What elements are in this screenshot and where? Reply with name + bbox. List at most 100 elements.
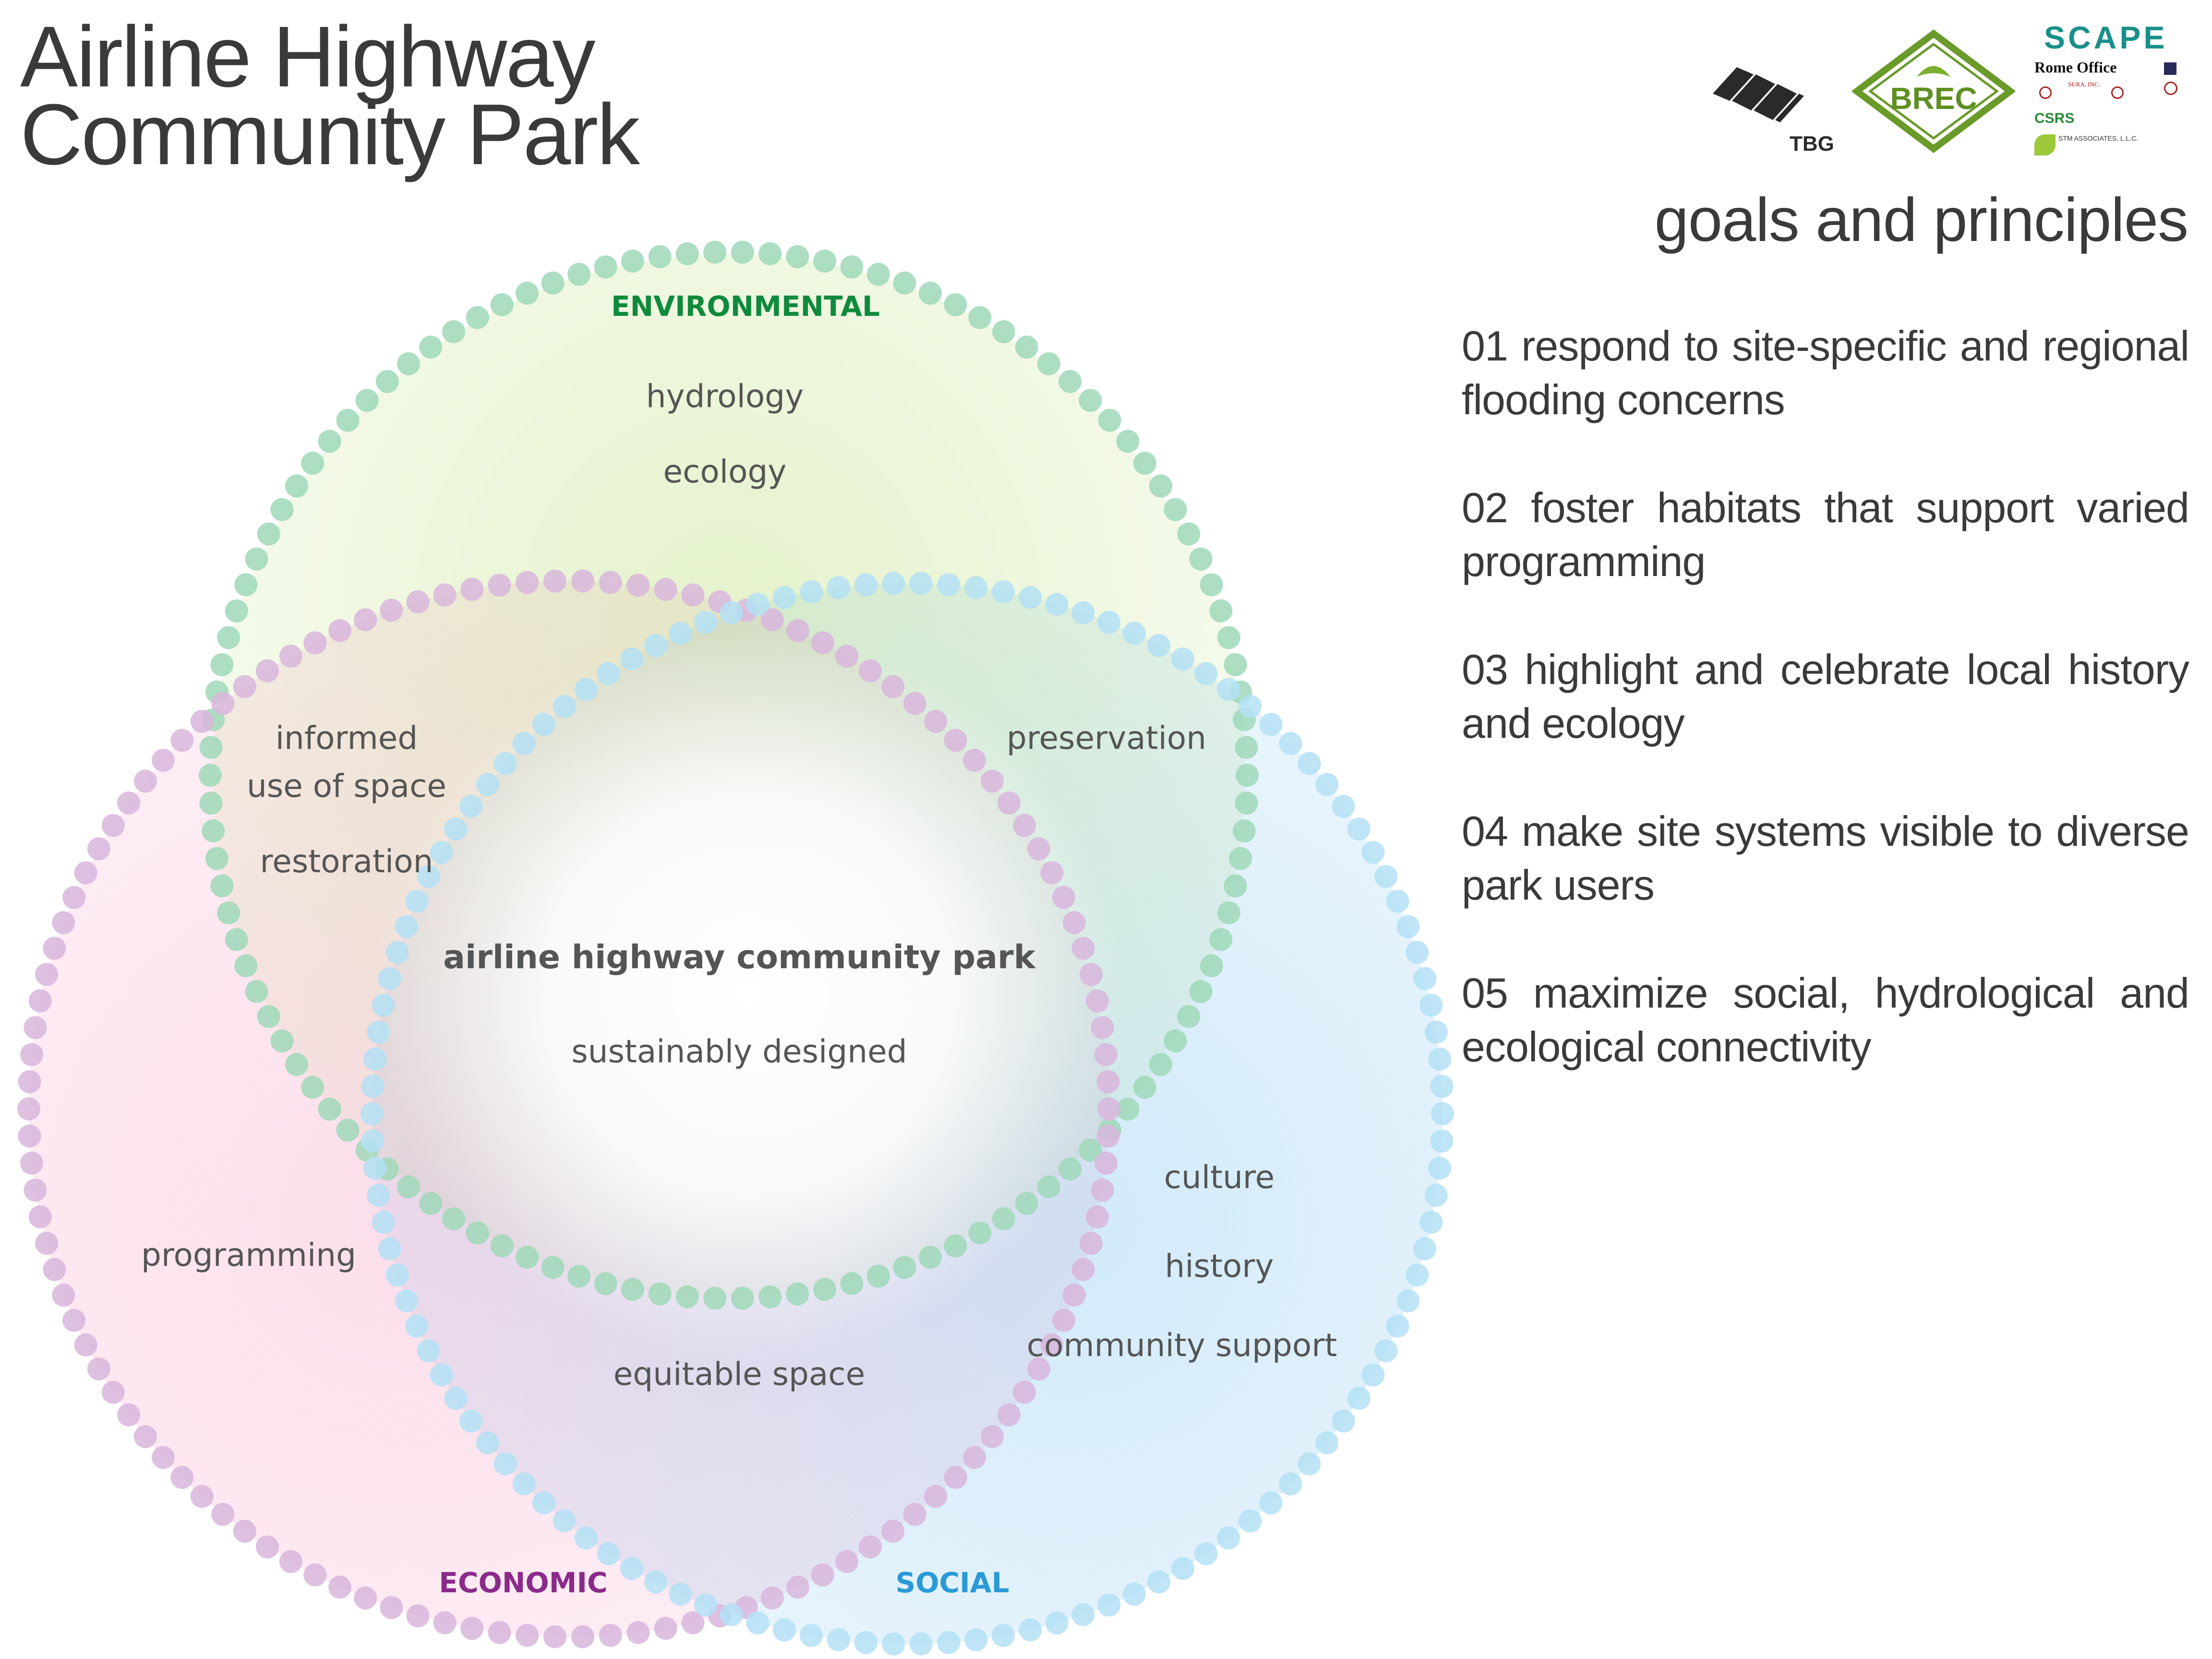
social-ring-dot <box>1428 1047 1452 1071</box>
environmental-ring-dot <box>1058 370 1082 393</box>
economic-ring-dot <box>20 1043 43 1066</box>
environmental-ring-dot <box>1217 626 1240 649</box>
economic-ring-dot <box>406 590 430 613</box>
economic-ring-dot <box>760 1587 784 1610</box>
economic-ring-dot <box>52 911 75 934</box>
economic-ring-dot <box>233 675 256 698</box>
social-ring-dot <box>800 580 823 603</box>
tbg-stripes-icon <box>1713 67 1804 122</box>
social-ring-dot <box>964 1628 988 1651</box>
economic-ring-dot <box>626 1621 650 1644</box>
social-ring-dot <box>720 1603 743 1626</box>
economic-ring-dot <box>433 1611 457 1635</box>
economic-ring-dot <box>460 1617 484 1640</box>
economic-ring-dot <box>52 1284 75 1307</box>
environmental-ring-dot <box>866 1264 890 1288</box>
environmental-ring-dot <box>1015 1192 1038 1215</box>
economic-ring-dot <box>1027 1357 1051 1381</box>
social-ring-dot <box>937 1631 961 1654</box>
economic-ring-dot <box>681 583 705 607</box>
social-ring-dot <box>1396 915 1420 938</box>
economic-ring-dot <box>881 1519 905 1543</box>
social-ring-dot <box>1045 593 1069 616</box>
environmental-ring-dot <box>419 1192 443 1215</box>
economic-ring-dot <box>380 1596 403 1619</box>
environmental-ring-dot <box>1232 819 1256 842</box>
environmental-ring-dot <box>234 954 258 977</box>
economic-ring-dot <box>488 1621 511 1644</box>
social-ring-dot <box>1045 1611 1069 1635</box>
title-line-2: Community Park <box>20 86 640 183</box>
economic-ring-dot <box>74 1333 97 1357</box>
environmental-ring-dot <box>944 1234 967 1258</box>
social-ring-dot <box>405 1314 429 1338</box>
environmental-ring-dot <box>703 240 727 264</box>
social-ring-dot <box>882 1632 905 1656</box>
economic-ring-dot <box>233 1519 256 1543</box>
economic-ring-dot <box>859 1535 882 1559</box>
center-glow <box>374 629 1123 1358</box>
social-ring-dot <box>1424 1021 1448 1044</box>
economic-ring-dot <box>354 608 377 631</box>
environmental-ring-dot <box>1098 409 1121 432</box>
economic-ring-dot <box>24 1178 47 1202</box>
center-subtitle: sustainably designed <box>571 1033 907 1070</box>
economic-ring-dot <box>944 729 967 752</box>
social-ring-dot <box>827 1628 850 1651</box>
label-programming: programming <box>141 1237 356 1274</box>
social-ring-dot <box>363 1156 386 1180</box>
social-ring-dot <box>772 1618 796 1642</box>
environmental-ring-dot <box>1116 1097 1140 1121</box>
environmental-ring-dot <box>442 320 466 343</box>
social-ring-dot <box>1217 678 1240 701</box>
social-ring-dot <box>1019 586 1042 609</box>
economic-ring-dot <box>1040 1333 1064 1357</box>
economic-ring-dot <box>87 837 110 861</box>
economic-ring-dot <box>924 1485 948 1508</box>
social-ring-dot <box>430 1363 453 1387</box>
social-ring-dot <box>1298 1452 1321 1476</box>
economic-ring-dot <box>599 571 622 594</box>
social-ring-dot <box>405 890 429 913</box>
economic-ring-dot <box>1086 1205 1109 1228</box>
economic-ring-dot <box>328 1575 352 1599</box>
environmental-ring-dot <box>1058 1157 1082 1181</box>
environmental-ring-dot <box>648 245 672 268</box>
social-ring-dot <box>361 1102 384 1125</box>
social-ring-dot <box>367 1021 390 1044</box>
environmental-ring-dot <box>840 255 864 279</box>
environmental-ring-dot <box>466 1221 489 1245</box>
social-ring-dot <box>909 572 933 595</box>
economic-ring-dot <box>543 569 566 593</box>
social-ring-dot <box>361 1075 385 1098</box>
social-ring-dot <box>1097 1593 1121 1617</box>
environmental-ring-dot <box>786 245 809 268</box>
label-community-support: community support <box>1027 1327 1337 1364</box>
environmental-ring-dot <box>202 819 225 842</box>
economic-ring-dot <box>1097 1097 1120 1120</box>
environmental-ring-dot <box>336 1118 360 1142</box>
social-ring-dot <box>1347 817 1370 841</box>
sura-logo: SURA, INC. <box>2068 81 2100 88</box>
economic-ring-dot <box>303 631 327 655</box>
economic-ring-dot <box>516 1623 539 1647</box>
environmental-ring-dot <box>621 1278 644 1301</box>
economic-ring-dot <box>1096 1070 1120 1094</box>
economic-ring-dot <box>516 571 539 594</box>
social-ring-dot <box>395 1289 418 1312</box>
environmental-ring-dot <box>205 847 228 870</box>
social-ring-dot <box>1406 941 1429 964</box>
economic-ring-dot <box>1096 1124 1120 1148</box>
economic-ring-dot <box>190 709 214 733</box>
economic-ring-dot <box>811 1563 834 1587</box>
economic-ring-dot <box>211 1503 235 1526</box>
social-ring-dot <box>694 1593 717 1617</box>
environmental-ring-dot <box>1209 599 1233 623</box>
economic-ring-dot <box>835 645 859 668</box>
economic-ring-dot <box>117 791 141 815</box>
environmental-ring-dot <box>918 281 942 305</box>
environmental-ring-dot <box>199 792 223 815</box>
economic-ring-dot <box>152 1446 175 1469</box>
social-ring-dot <box>1147 634 1170 657</box>
social-ring-dot <box>476 1431 499 1455</box>
